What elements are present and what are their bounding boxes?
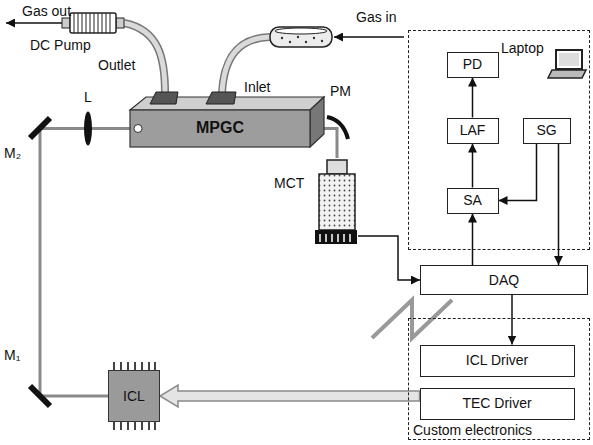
part-label: PM xyxy=(330,83,351,99)
part-label: Inlet xyxy=(244,79,270,95)
part-label: L xyxy=(84,89,92,105)
label-anchor: M₁ xyxy=(4,346,20,364)
node-label: LAF xyxy=(460,122,486,138)
signal-arrow xyxy=(511,295,513,345)
node-label: SG xyxy=(536,122,556,138)
signal-arrow xyxy=(472,78,474,118)
pump-nozzle xyxy=(116,18,124,28)
node-label: SA xyxy=(463,192,482,208)
part-label: Outlet xyxy=(98,57,135,73)
label-anchor: M₂ xyxy=(4,144,21,162)
process-box: ICL Driver xyxy=(420,345,575,377)
grain xyxy=(321,40,323,42)
mirror-symbol xyxy=(30,386,50,406)
part-label: DC Pump xyxy=(30,37,91,53)
signal-arrow xyxy=(472,214,474,266)
laser-chip: ICL xyxy=(108,370,160,422)
node-label: MPGC xyxy=(196,119,244,137)
detector-body xyxy=(319,174,355,230)
label-anchor: Gas in xyxy=(356,8,396,26)
inlet-port xyxy=(206,92,236,104)
node-label: MCT xyxy=(274,175,304,191)
laptop-display xyxy=(559,53,579,66)
signal-arrow xyxy=(358,236,420,280)
part-label: Gas out xyxy=(22,3,71,19)
electronics-group: Custom electronics ICL DriverTEC Driver xyxy=(408,318,590,440)
pump-nozzle xyxy=(62,18,70,28)
laptop-base xyxy=(548,70,586,78)
grain xyxy=(313,37,315,39)
signal-arrow xyxy=(558,144,560,266)
node-label: TEC Driver xyxy=(462,395,531,411)
part-label: M₂ xyxy=(4,145,21,161)
grain xyxy=(297,36,299,38)
laptop-group: LaptopPD LAF SA SG xyxy=(408,30,590,250)
node-label: ICL xyxy=(123,388,145,404)
part-label: M₁ xyxy=(4,347,20,363)
group-heading: Custom electronics xyxy=(413,422,532,438)
lens-symbol xyxy=(84,112,92,146)
part-label: Gas in xyxy=(356,9,396,25)
process-box: DAQ xyxy=(420,265,588,295)
label-anchor: DC Pump xyxy=(30,36,91,54)
parabolic-mirror xyxy=(327,117,348,139)
label-anchor: Inlet xyxy=(244,78,270,96)
detector-symbol xyxy=(272,158,358,246)
sawtooth-signal xyxy=(372,300,452,338)
detector: MCT xyxy=(272,158,358,246)
pump-body xyxy=(70,13,116,33)
process-box: LAF xyxy=(447,118,499,144)
gas-in-arrow xyxy=(334,36,404,38)
process-box: TEC Driver xyxy=(420,388,575,420)
label-anchor: PM xyxy=(330,82,351,100)
outlet-port xyxy=(150,92,178,104)
label-anchor: Outlet xyxy=(98,56,135,74)
signal-arrow xyxy=(472,144,474,188)
label-anchor: Gas out xyxy=(22,2,71,20)
filter-grains xyxy=(281,36,323,43)
cell-window xyxy=(134,125,142,133)
gas-out-arrow xyxy=(6,22,62,24)
process-box: SG xyxy=(523,118,571,144)
filter-top xyxy=(275,28,327,34)
detector-base xyxy=(315,230,357,244)
grain xyxy=(289,41,291,43)
cell-side-face xyxy=(310,97,324,147)
label-anchor: L xyxy=(84,88,92,106)
laser-beam xyxy=(40,129,130,397)
control-arrow xyxy=(160,385,420,407)
detector-window xyxy=(327,160,347,174)
signal-arrow xyxy=(499,144,537,201)
process-box: PD xyxy=(447,52,499,78)
grain xyxy=(305,41,307,43)
mirror-symbol xyxy=(30,118,50,138)
filter-body xyxy=(270,27,332,47)
gas-cell: MPGC xyxy=(130,110,310,147)
pump-ribs xyxy=(74,13,110,33)
laptop-screen xyxy=(556,50,582,69)
grain xyxy=(281,37,283,39)
detector-fins xyxy=(320,234,350,242)
node-label: PD xyxy=(463,56,482,72)
node-label: ICL Driver xyxy=(466,352,529,368)
node-label: DAQ xyxy=(489,272,519,288)
process-box: SA xyxy=(447,188,499,214)
group-heading: Laptop xyxy=(501,40,544,56)
cell-front-face xyxy=(130,110,310,147)
